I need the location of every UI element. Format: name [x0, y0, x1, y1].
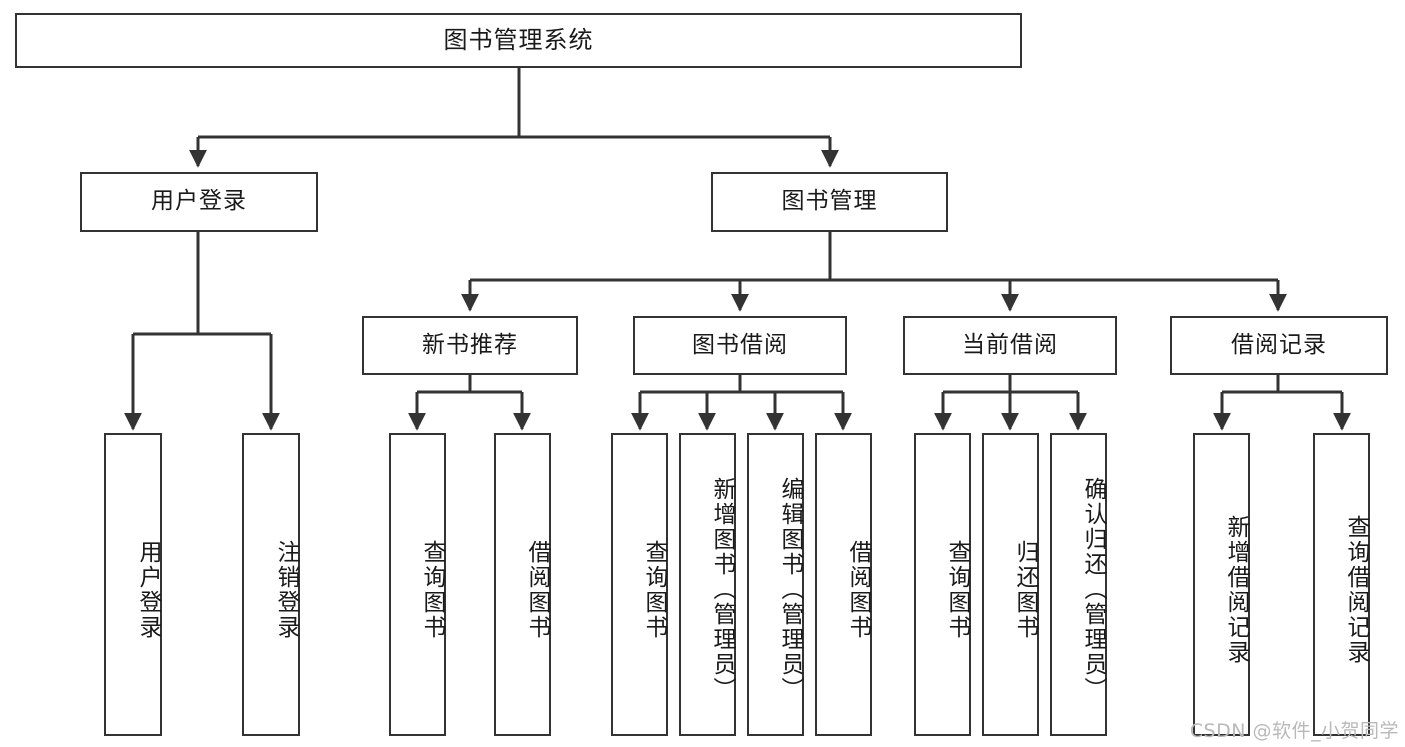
node-borrow-record[interactable]: 借阅记录 — [1170, 316, 1388, 375]
leaf-user-login[interactable]: 用户登录 — [104, 433, 162, 736]
leaf-add-record[interactable]: 新增借阅记录 — [1193, 433, 1250, 736]
node-book-borrow[interactable]: 图书借阅 — [633, 316, 847, 375]
leaf-label: 注销登录 — [273, 539, 299, 640]
leaf-label: 查询图书 — [641, 539, 667, 640]
leaf-label: 编辑图书（管理员） — [777, 477, 803, 702]
node-current-borrow[interactable]: 当前借阅 — [903, 316, 1117, 375]
leaf-edit-book[interactable]: 编辑图书（管理员） — [747, 433, 804, 736]
leaf-label: 借阅图书 — [845, 539, 871, 640]
leaf-label: 确认归还（管理员） — [1080, 477, 1106, 702]
leaf-query-record[interactable]: 查询借阅记录 — [1313, 433, 1370, 736]
leaf-label: 归还图书 — [1012, 539, 1038, 640]
leaf-logout-login[interactable]: 注销登录 — [242, 433, 300, 736]
csdn-watermark: CSDN @软件_小贺同学 — [1189, 720, 1399, 742]
leaf-add-book[interactable]: 新增图书（管理员） — [679, 433, 736, 736]
leaf-label: 借阅图书 — [524, 539, 550, 640]
node-new-book-recommend[interactable]: 新书推荐 — [362, 316, 578, 375]
leaf-query-book-1[interactable]: 查询图书 — [389, 433, 446, 736]
leaf-query-book-3[interactable]: 查询图书 — [914, 433, 971, 736]
leaf-borrow-book-1[interactable]: 借阅图书 — [494, 433, 551, 736]
leaf-label: 查询图书 — [419, 539, 445, 640]
leaf-query-book-2[interactable]: 查询图书 — [611, 433, 668, 736]
leaf-label: 查询借阅记录 — [1343, 514, 1369, 665]
leaf-label: 新增图书（管理员） — [709, 477, 735, 702]
node-book-management[interactable]: 图书管理 — [711, 172, 948, 232]
node-root-book-management-system[interactable]: 图书管理系统 — [15, 13, 1022, 68]
leaf-label: 查询图书 — [944, 539, 970, 640]
leaf-confirm-return[interactable]: 确认归还（管理员） — [1050, 433, 1107, 736]
node-user-login[interactable]: 用户登录 — [80, 172, 318, 232]
leaf-label: 用户登录 — [135, 539, 161, 640]
leaf-borrow-book-2[interactable]: 借阅图书 — [815, 433, 872, 736]
leaf-return-book[interactable]: 归还图书 — [982, 433, 1039, 736]
leaf-label: 新增借阅记录 — [1223, 514, 1249, 665]
